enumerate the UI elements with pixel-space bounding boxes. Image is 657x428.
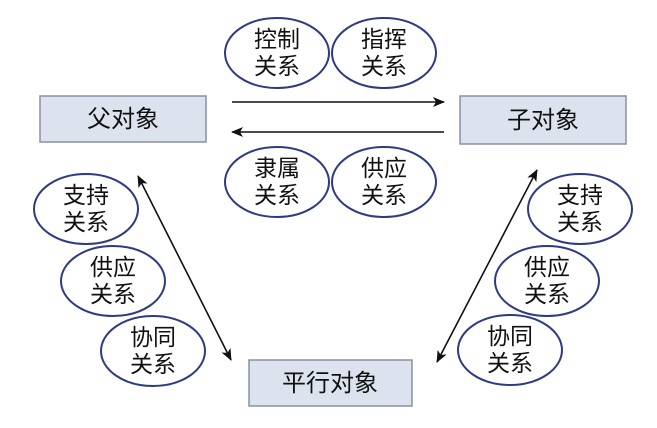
child-object-label: 子对象 bbox=[507, 106, 579, 134]
relation-command-line1: 指挥 bbox=[361, 27, 407, 53]
relation-control-line1: 控制 bbox=[254, 27, 300, 53]
relation-supply-left: 供应 关系 bbox=[60, 245, 166, 317]
relation-supply-right: 供应 关系 bbox=[494, 245, 600, 317]
sibling-object-label: 平行对象 bbox=[282, 369, 378, 397]
relation-subordinate: 隶属 关系 bbox=[224, 146, 330, 218]
relation-supply-right-line1: 供应 bbox=[524, 255, 570, 281]
relation-supply-mid-line1: 供应 bbox=[361, 156, 407, 182]
relation-coordinate-right-line2: 关系 bbox=[487, 351, 533, 377]
relation-support-right-line1: 支持 bbox=[557, 183, 603, 209]
relation-supply-mid-line2: 关系 bbox=[361, 183, 407, 209]
relation-support-left-line2: 关系 bbox=[63, 210, 109, 236]
relation-supply-left-line2: 关系 bbox=[90, 282, 136, 308]
relation-command-line2: 关系 bbox=[361, 54, 407, 80]
arrow-child-sibling bbox=[436, 169, 538, 363]
relation-support-left: 支持 关系 bbox=[33, 173, 139, 245]
relation-coordinate-right: 协同 关系 bbox=[457, 314, 563, 386]
relation-coordinate-left-line1: 协同 bbox=[130, 325, 176, 351]
relation-coordinate-left-line2: 关系 bbox=[130, 352, 176, 378]
relation-support-right-line2: 关系 bbox=[557, 210, 603, 236]
relation-supply-right-line2: 关系 bbox=[524, 282, 570, 308]
arrow-parent-sibling bbox=[137, 175, 232, 361]
relation-command: 指挥 关系 bbox=[331, 17, 437, 89]
relation-coordinate-right-line1: 协同 bbox=[487, 324, 533, 350]
relation-support-right: 支持 关系 bbox=[527, 173, 633, 245]
relation-support-left-line1: 支持 bbox=[63, 183, 109, 209]
relation-supply-left-line1: 供应 bbox=[90, 255, 136, 281]
parent-object-label: 父对象 bbox=[87, 105, 159, 133]
arrows-group bbox=[137, 97, 538, 363]
sibling-object-box: 平行对象 bbox=[248, 359, 413, 407]
relation-supply-mid: 供应 关系 bbox=[331, 146, 437, 218]
relation-subordinate-line1: 隶属 bbox=[254, 156, 300, 182]
relation-subordinate-line2: 关系 bbox=[254, 183, 300, 209]
relation-control: 控制 关系 bbox=[224, 17, 330, 89]
relation-control-line2: 关系 bbox=[254, 54, 300, 80]
child-object-box: 子对象 bbox=[459, 95, 627, 145]
relation-coordinate-left: 协同 关系 bbox=[100, 315, 206, 387]
parent-object-box: 父对象 bbox=[39, 95, 207, 143]
